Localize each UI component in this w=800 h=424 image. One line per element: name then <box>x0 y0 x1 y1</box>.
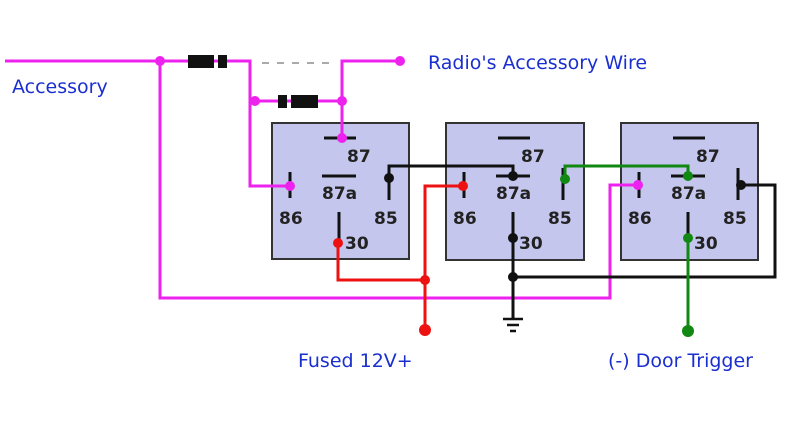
fuse-icon <box>188 55 227 68</box>
pin-label-30: 30 <box>345 234 369 254</box>
pin-label-85: 85 <box>374 209 398 229</box>
ground-to-relay3-85 <box>513 183 777 279</box>
pin-label-86: 86 <box>279 209 303 229</box>
relay-3 <box>620 122 759 261</box>
pin-label-30: 30 <box>519 234 543 254</box>
pin-label-87a: 87a <box>671 184 706 204</box>
pin-label-87: 87 <box>347 147 371 167</box>
fuse-icon <box>278 95 318 108</box>
pin-label-30: 30 <box>694 234 718 254</box>
pin-label-87: 87 <box>521 147 545 167</box>
pin-label-86: 86 <box>628 209 652 229</box>
pin-label-86: 86 <box>453 209 477 229</box>
radio-accessory-wire-label: Radio's Accessory Wire <box>428 52 647 74</box>
door-trigger-label: (-) Door Trigger <box>608 350 753 372</box>
pin-label-85: 85 <box>548 209 572 229</box>
accessory-to-relay3-86 <box>158 61 638 300</box>
relay1-87-to-radio <box>340 59 400 138</box>
fused-12v-label: Fused 12V+ <box>298 350 413 372</box>
accessory-wires <box>5 59 638 300</box>
accessory-to-relay1-86 <box>5 59 290 188</box>
pin-label-87: 87 <box>696 147 720 167</box>
accessory-label: Accessory <box>12 76 108 98</box>
pin-label-85: 85 <box>723 209 747 229</box>
relay-3-body <box>620 122 759 261</box>
junction-dots <box>155 56 746 337</box>
pin-label-87a: 87a <box>496 184 531 204</box>
pin-label-87a: 87a <box>322 184 357 204</box>
ground-symbol-icon <box>503 317 523 333</box>
relay1-30-power <box>336 243 425 282</box>
